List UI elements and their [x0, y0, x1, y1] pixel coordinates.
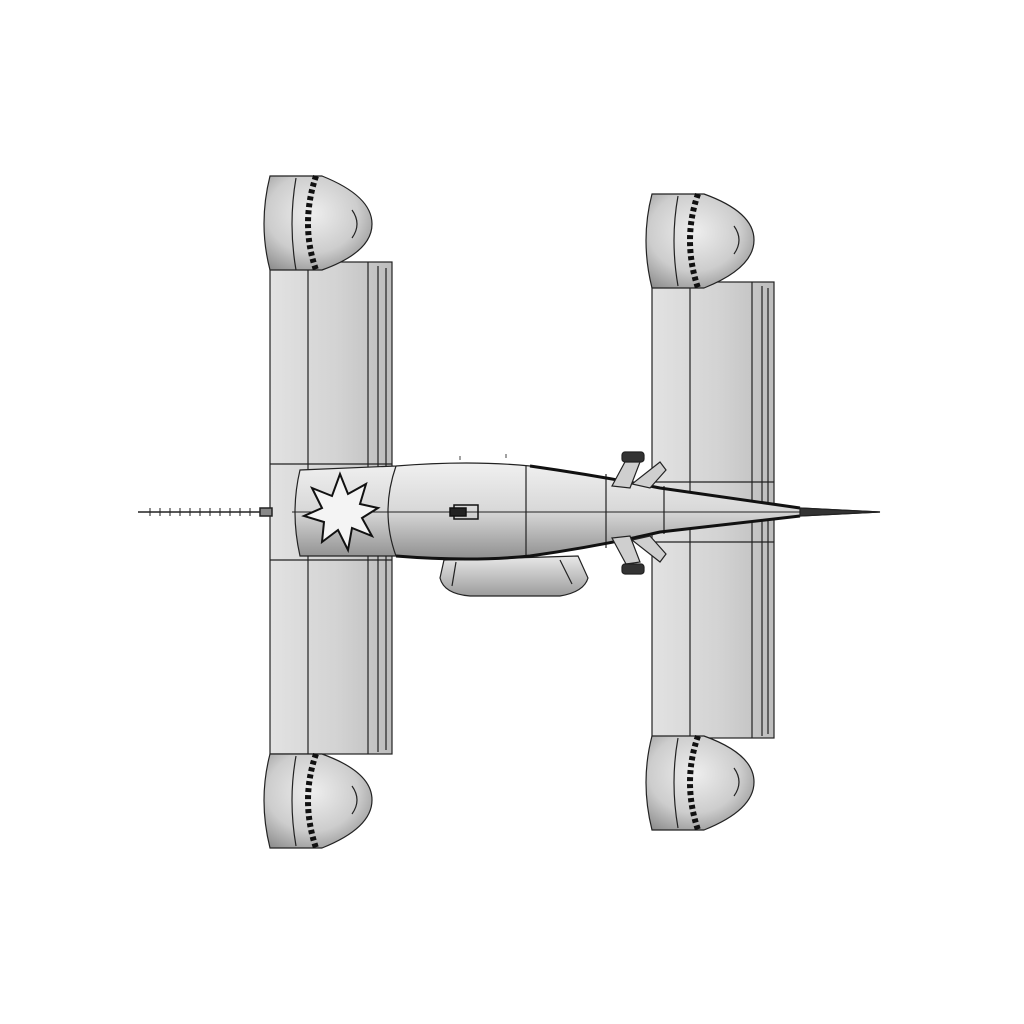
engine-bottom-left [263, 753, 373, 849]
tail-fins [611, 451, 667, 575]
engine-bottom-right [645, 735, 755, 831]
ventral-pod [439, 555, 589, 597]
antenna-marks [459, 454, 507, 460]
engine-top-left [263, 175, 373, 271]
intake-star [301, 471, 381, 554]
fuselage [292, 462, 881, 561]
cockpit-marker [449, 504, 479, 520]
nose-probe [138, 507, 273, 517]
engine-top-right [645, 193, 755, 289]
